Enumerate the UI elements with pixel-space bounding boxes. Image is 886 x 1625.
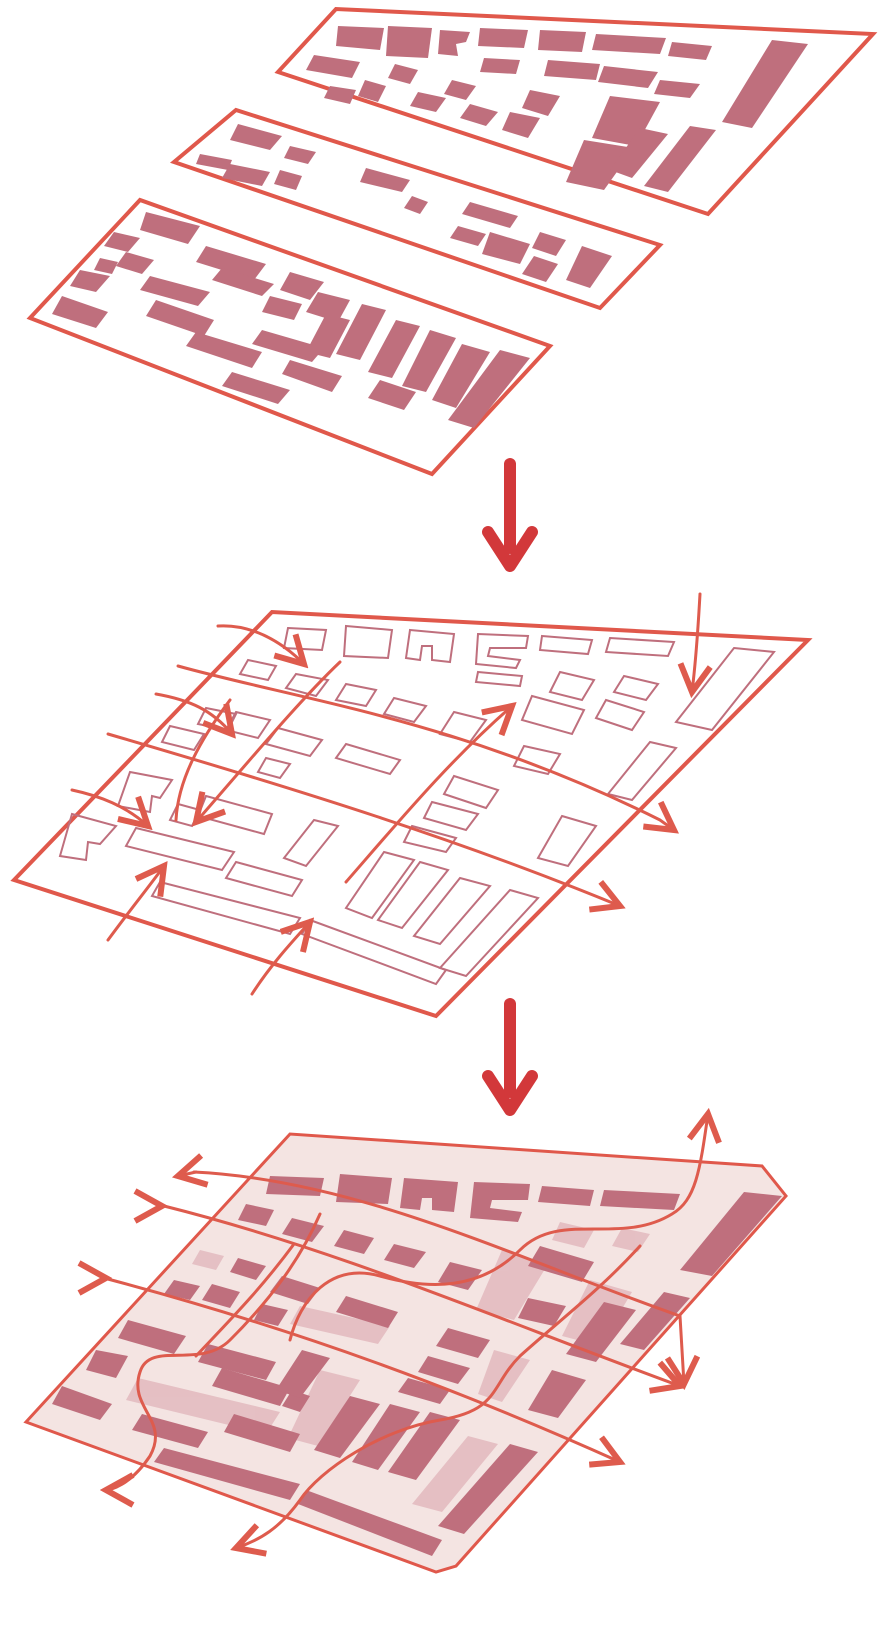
stage-3-combined-plan	[26, 1114, 786, 1572]
down-arrow-1	[488, 464, 532, 566]
stage-1-layered-plates	[30, 9, 873, 474]
stage-2-outline-with-flows	[14, 594, 808, 1016]
down-arrow-2	[488, 1004, 532, 1110]
